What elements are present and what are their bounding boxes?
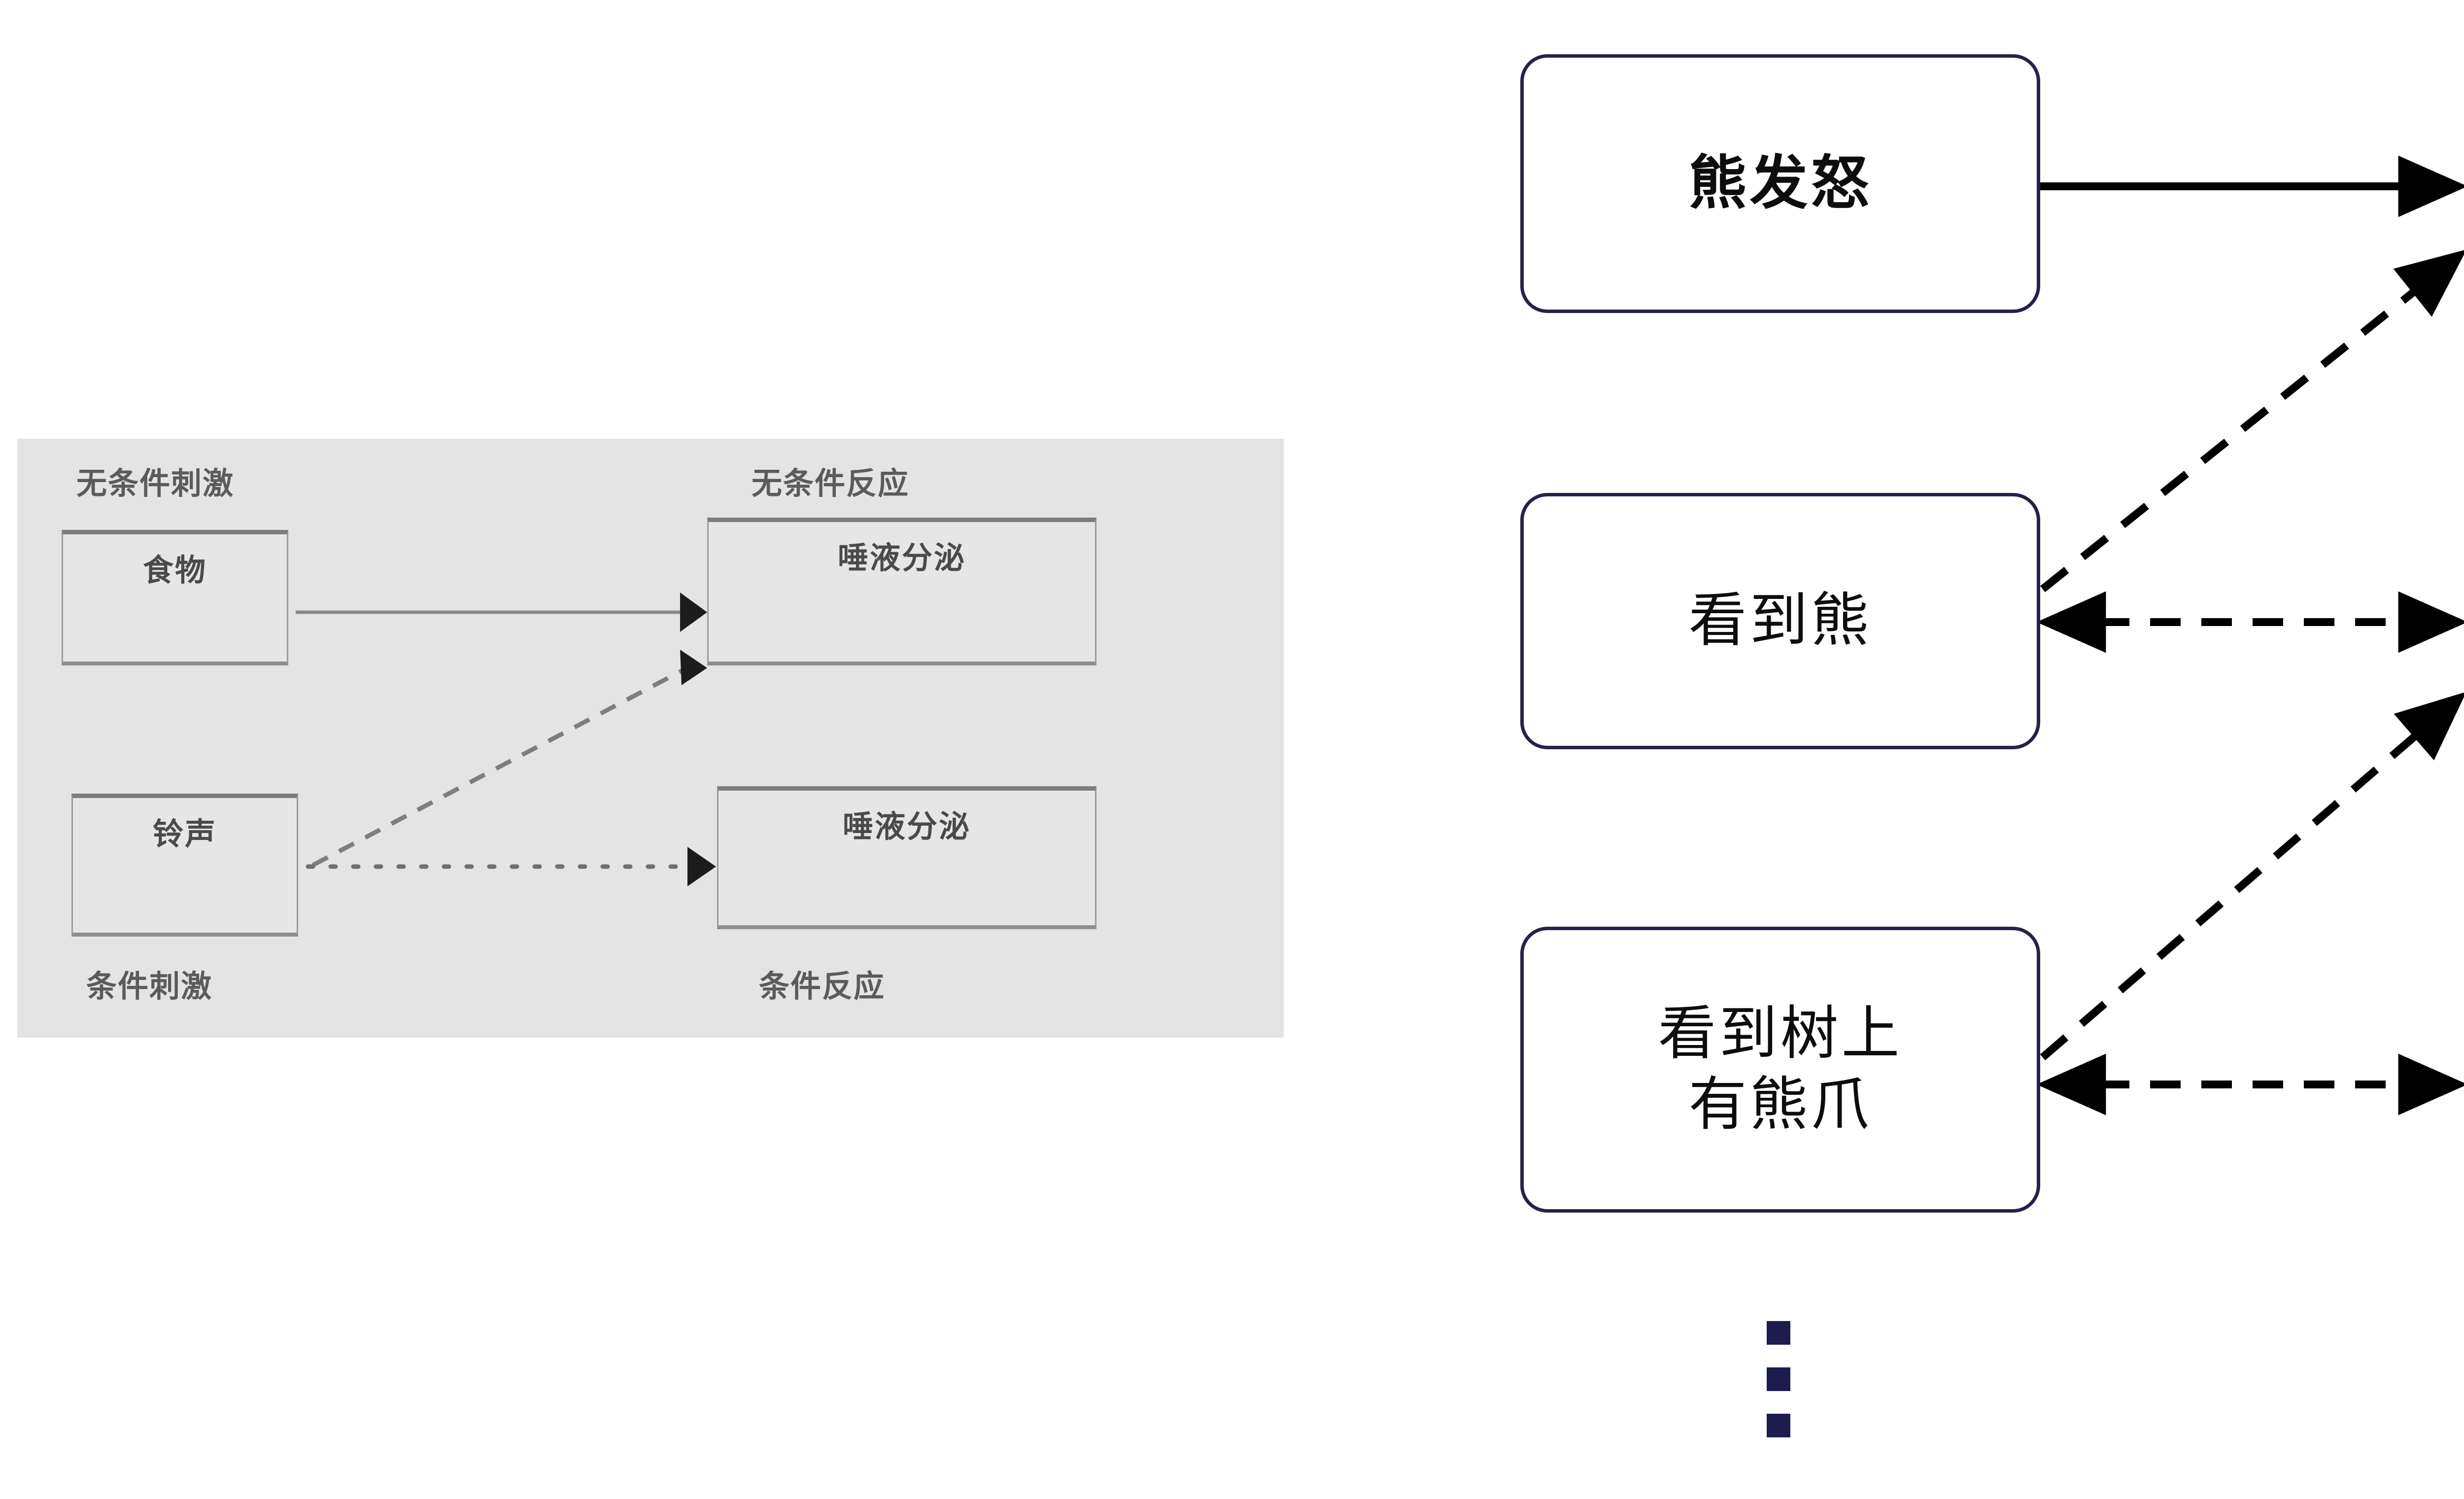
arrow-bell-to-salivation-conditioned — [306, 847, 716, 886]
box-bell: 铃声 — [71, 794, 298, 937]
node-see-bear-label: 看到熊 — [1688, 588, 1872, 654]
node-see-bear[interactable]: 看到熊 — [1520, 493, 2040, 749]
node-claw-marks[interactable]: 看到树上 有熊爪 — [1520, 927, 2040, 1213]
label-unconditioned-response: 无条件反应 — [752, 467, 910, 501]
ellipsis-dot — [1767, 1414, 1790, 1437]
box-salivation-unconditioned: 唾液分泌 — [707, 518, 1096, 665]
box-salivation-unconditioned-label: 唾液分泌 — [837, 541, 966, 575]
edge-see-bear-to-reward — [2040, 249, 2464, 593]
label-conditioned-stimulus: 条件刺激 — [86, 970, 213, 1004]
classical-conditioning-panel: 无条件刺激 无条件反应 条件刺激 条件反应 食物 铃声 唾液分泌 唾液分泌 — [17, 439, 1284, 1038]
box-salivation-conditioned: 唾液分泌 — [717, 786, 1096, 929]
arrow-food-to-salivation — [296, 593, 707, 632]
box-bell-label: 铃声 — [152, 817, 217, 851]
node-bear-angry[interactable]: 熊发怒 — [1520, 54, 2040, 313]
box-salivation-conditioned-label: 唾液分泌 — [842, 810, 971, 844]
box-food: 食物 — [62, 530, 288, 665]
label-unconditioned-stimulus: 无条件刺激 — [76, 467, 235, 501]
edge-claw-marks-to-v-s-prime — [2040, 692, 2464, 1061]
ellipsis-dot — [1767, 1321, 1790, 1345]
arrow-bell-to-salivation-unconditioned — [311, 650, 707, 867]
box-food-label: 食物 — [142, 554, 207, 588]
node-claw-marks-label: 看到树上 有熊爪 — [1658, 1001, 1903, 1137]
label-conditioned-response: 条件反应 — [759, 970, 886, 1004]
ellipsis-dot — [1767, 1367, 1790, 1391]
classical-panel-arrows — [296, 593, 716, 886]
ellipsis-left-column — [1767, 1321, 1790, 1437]
node-bear-angry-label: 熊发怒 — [1688, 150, 1872, 216]
